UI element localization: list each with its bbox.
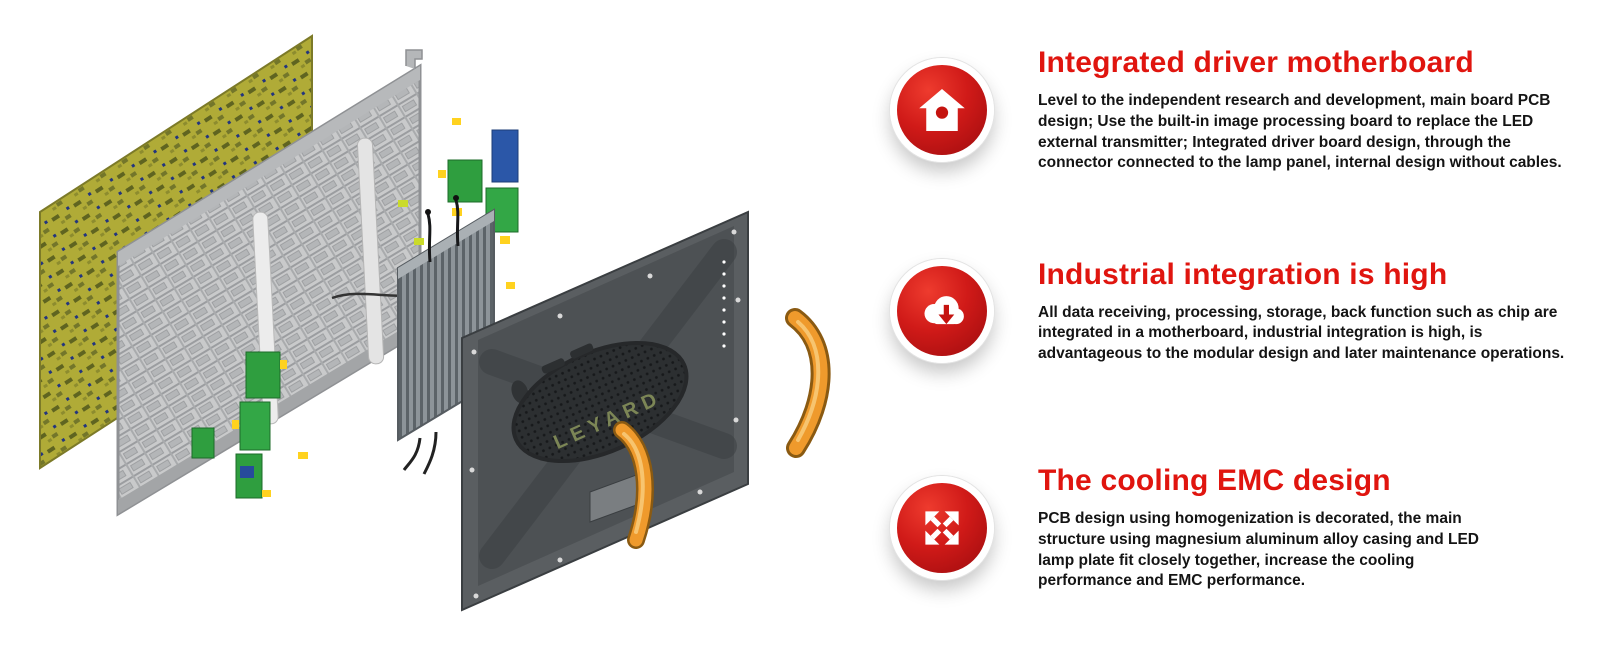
feature-title: The cooling EMC design	[1038, 464, 1391, 498]
feature-title: Industrial integration is high	[1038, 257, 1448, 291]
feature-industrial-integration: Industrial integration is high All data …	[890, 236, 1590, 386]
feature-body: All data receiving, processing, storage,…	[1038, 303, 1565, 362]
feature-title: Integrated driver motherboard	[1038, 46, 1474, 80]
cloud-download-icon	[890, 259, 994, 363]
edge-markers	[722, 260, 726, 348]
feature-body: PCB design using homogenization is decor…	[1038, 510, 1479, 590]
feature-cooling-emc-design: The cooling EMC design PCB design using …	[890, 444, 1590, 612]
feature-body: Level to the independent research and de…	[1038, 92, 1562, 172]
mounting-hook	[405, 49, 423, 69]
feature-integrated-driver-motherboard: Integrated driver motherboard Level to t…	[890, 16, 1590, 204]
back-cover: LEYARD	[461, 210, 749, 612]
handles	[613, 308, 831, 549]
expand-arrows-icon	[890, 476, 994, 580]
screws	[469, 229, 741, 599]
features-section: Integrated driver motherboard Level to t…	[890, 0, 1590, 668]
exploded-view-illustration: LEYARD	[39, 34, 831, 612]
driver-boards	[191, 118, 519, 499]
home-icon	[890, 58, 994, 162]
